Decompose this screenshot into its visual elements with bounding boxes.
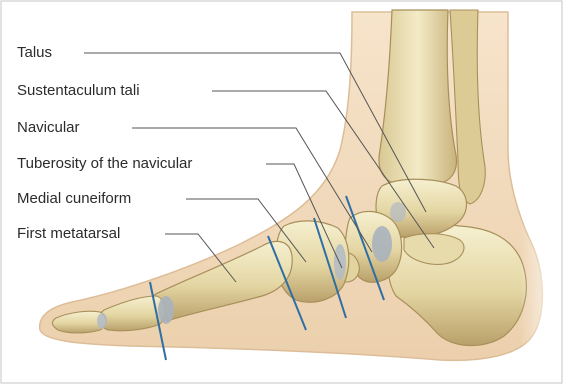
interphalangeal-joint-cartilage xyxy=(97,313,107,329)
subtalar-joint-cartilage xyxy=(390,202,406,222)
label-first-metatarsal: First metatarsal xyxy=(17,225,120,243)
label-sustentaculum-tali: Sustentaculum tali xyxy=(17,82,140,100)
label-medial-cuneiform: Medial cuneiform xyxy=(17,190,131,208)
edge-fade xyxy=(520,2,561,382)
talonavicular-joint-cartilage xyxy=(372,226,392,262)
metatarsophalangeal-joint-cartilage xyxy=(158,296,174,324)
label-tuberosity-of-navicular: Tuberosity of the navicular xyxy=(17,155,192,173)
label-navicular: Navicular xyxy=(17,119,80,137)
label-talus: Talus xyxy=(17,44,52,62)
tibia-bone xyxy=(379,10,457,184)
cuneonavicular-joint-cartilage xyxy=(334,244,346,280)
